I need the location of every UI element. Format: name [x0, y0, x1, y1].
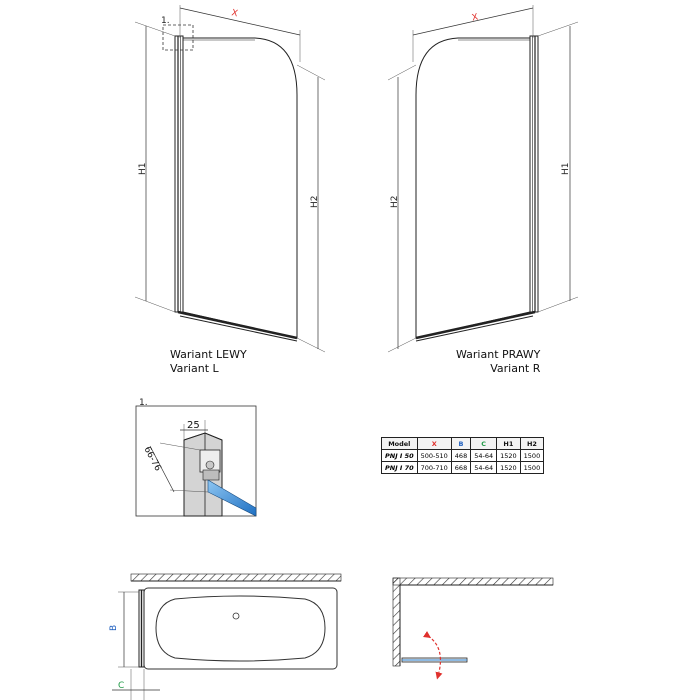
caption-right-en: Variant R — [490, 362, 541, 375]
table-row: PNJ I 70 700-710 668 54-64 1520 1500 — [381, 461, 545, 474]
detail-section-label: 1. — [139, 398, 148, 408]
table-cell: 54-64 — [470, 461, 498, 474]
spec-table-header-row: Model X B C H1 H2 — [381, 437, 545, 450]
caption-variant-left: Wariant LEWY Variant L — [170, 348, 247, 376]
table-cell: 1520 — [496, 449, 521, 462]
wall-hatch-top — [130, 573, 342, 582]
detail-profile-section: 1. 25 66-76 — [135, 398, 257, 517]
dim-profile-range-label: 66-76 — [141, 445, 162, 473]
tub-drain — [232, 612, 240, 620]
tub-top-view: B C — [109, 573, 342, 700]
caption-left-en: Variant L — [170, 362, 219, 375]
dim-x-label-left: X — [230, 8, 238, 19]
hinge-profile-left — [174, 35, 184, 313]
spec-header-b: B — [450, 437, 472, 450]
glass-outline-left — [182, 37, 298, 339]
spec-header-x: X — [416, 437, 452, 450]
table-cell: 1500 — [519, 461, 545, 474]
caption-variant-right: Wariant PRAWY Variant R — [456, 348, 540, 376]
wall-hatch-corner — [392, 577, 554, 586]
swing-top-view — [392, 577, 554, 680]
table-cell: 500-510 — [416, 449, 452, 462]
dim-h2-label-left: H2 — [310, 196, 320, 209]
dimension-profile-range — [149, 445, 175, 493]
dim-h1-label-left: H1 — [138, 163, 148, 176]
detail-marker-label: 1. — [161, 16, 170, 26]
panel-variant-left: 1. X H1 H2 — [134, 5, 326, 353]
table-row: PNJ I 50 500-510 468 54-64 1520 1500 — [381, 449, 545, 462]
hinge-profile-right — [529, 35, 539, 313]
detail-marker-box — [162, 24, 194, 51]
spec-header-h2: H2 — [519, 437, 545, 450]
dimension-x-right — [412, 7, 534, 36]
dim-h2-label-right: H2 — [390, 196, 400, 209]
table-cell: PNJ I 70 — [381, 461, 418, 474]
rotation-arrow — [423, 631, 443, 680]
table-cell: 1500 — [519, 449, 545, 462]
table-cell: 700-710 — [416, 461, 452, 474]
spec-table: Model X B C H1 H2 PNJ I 50 500-510 468 5… — [381, 437, 545, 474]
table-cell: 668 — [450, 461, 472, 474]
caption-left-pl: Wariant LEWY — [170, 348, 247, 361]
dim-c-label: C — [118, 681, 124, 691]
table-cell: 54-64 — [470, 449, 498, 462]
spec-header-c: C — [470, 437, 498, 450]
dim-h1-label-right: H1 — [561, 163, 571, 176]
table-cell: 468 — [450, 449, 472, 462]
spec-header-model: Model — [381, 437, 418, 450]
caption-right-pl: Wariant PRAWY — [456, 348, 541, 361]
table-cell: 1520 — [496, 461, 521, 474]
dim-b-label: B — [109, 625, 119, 631]
dim-profile-width-label: 25 — [187, 420, 200, 431]
dimension-x-left — [179, 7, 301, 36]
panel-variant-right: X H1 H2 — [387, 5, 579, 353]
glass-panel-detail — [207, 479, 257, 517]
spec-header-h1: H1 — [496, 437, 521, 450]
tub-inner — [155, 595, 326, 662]
glass-outline-right — [415, 37, 531, 339]
dim-x-label-right: X — [471, 12, 479, 23]
table-cell: PNJ I 50 — [381, 449, 418, 462]
